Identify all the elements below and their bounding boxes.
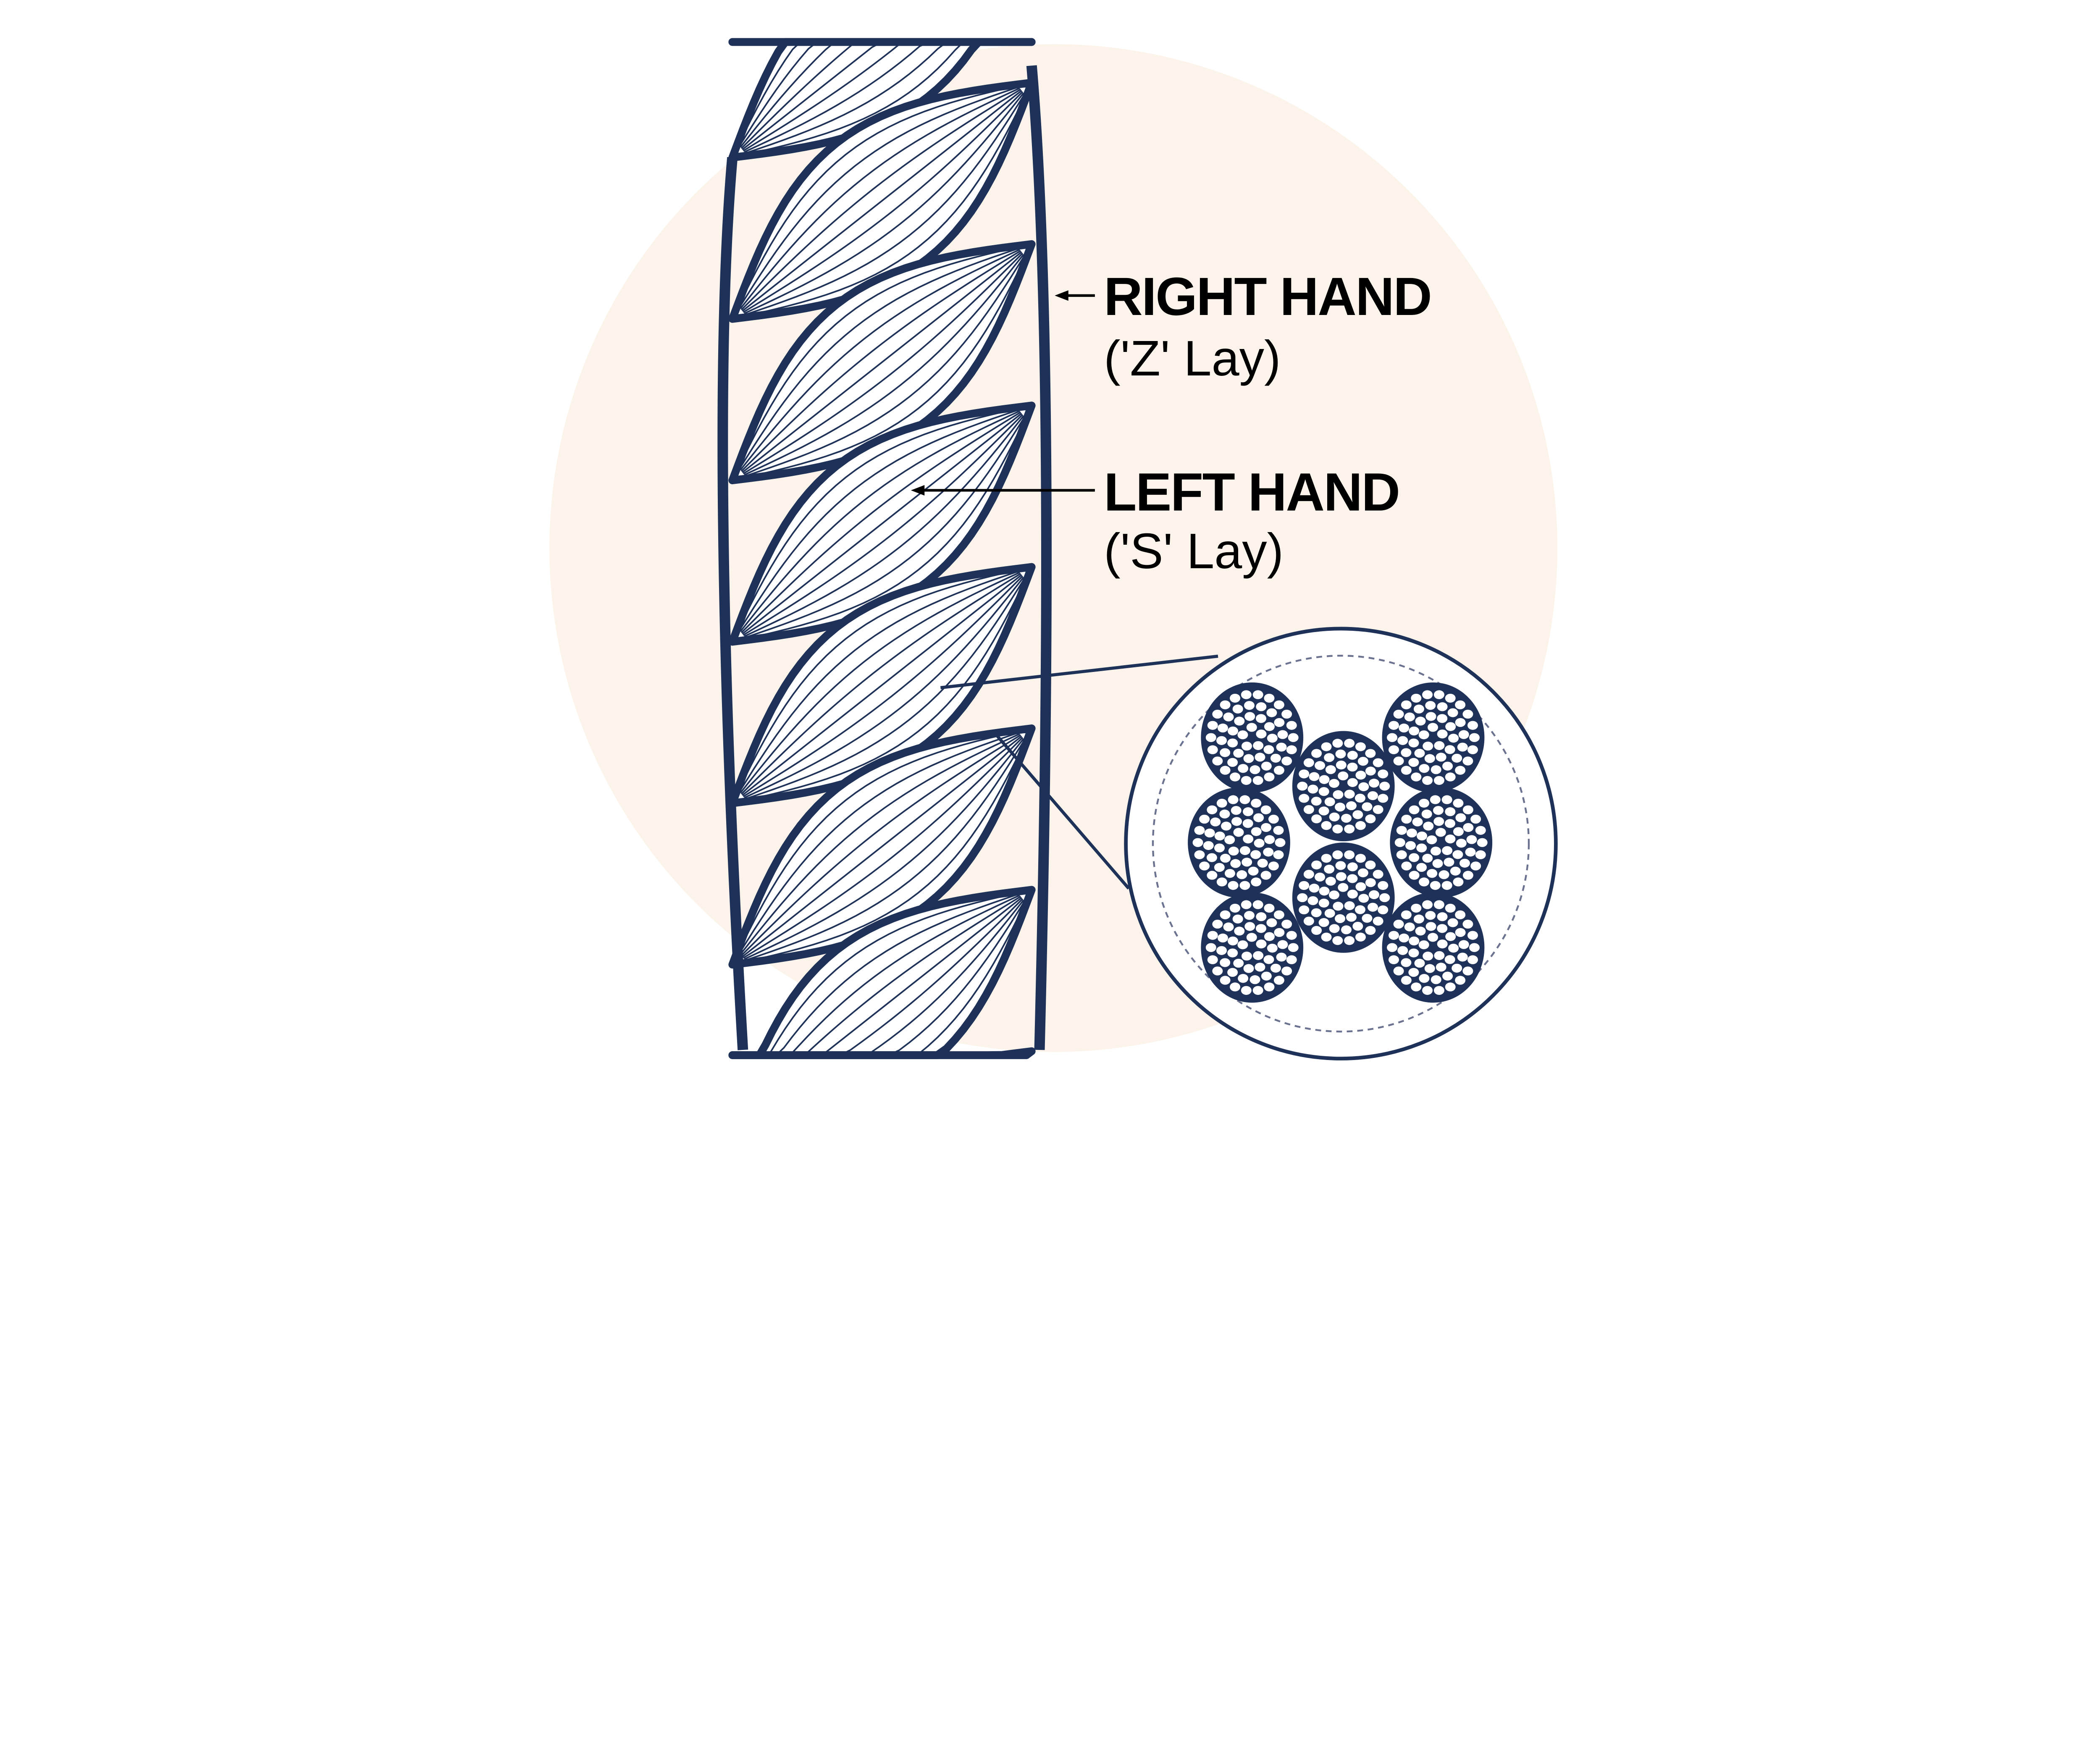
wire-strand <box>1201 892 1304 1003</box>
left-hand-arrowhead-icon <box>911 485 925 496</box>
left-hand-title: LEFT HAND <box>1104 462 1399 522</box>
wire-strand <box>1188 787 1290 898</box>
right-hand-title: RIGHT HAND <box>1104 267 1431 327</box>
pointer-line-bottom <box>993 731 1130 890</box>
inset-dashed-circle <box>1152 655 1530 1033</box>
left-hand-callout: LEFT HAND ('S' Lay) <box>911 462 1400 579</box>
cross-section-inset <box>1124 627 1558 1060</box>
right-hand-callout: RIGHT HAND ('Z' Lay) <box>1055 267 1432 386</box>
rope-left-edge <box>717 157 748 1050</box>
pointer-line-top <box>940 654 1218 690</box>
rope-right-edge <box>1026 65 1052 1050</box>
rope-lay-diagram: RIGHT HAND ('Z' Lay) LEFT HAND ('S' Lay) <box>549 38 1558 1060</box>
rope-strand-segment <box>728 1047 1036 1059</box>
wire-strand <box>1390 787 1493 898</box>
left-hand-subtitle: ('S' Lay) <box>1104 523 1284 579</box>
right-hand-arrowhead-icon <box>1055 290 1068 301</box>
wire-strand <box>1382 892 1485 1003</box>
wire-strand <box>1292 731 1395 842</box>
wire-strand <box>1201 682 1304 793</box>
rope-illustration <box>717 38 1052 1059</box>
wire-strand <box>1382 682 1485 793</box>
magnifier-pointer <box>940 654 1218 890</box>
wire-strand <box>1292 842 1395 953</box>
right-hand-subtitle: ('Z' Lay) <box>1104 331 1281 386</box>
